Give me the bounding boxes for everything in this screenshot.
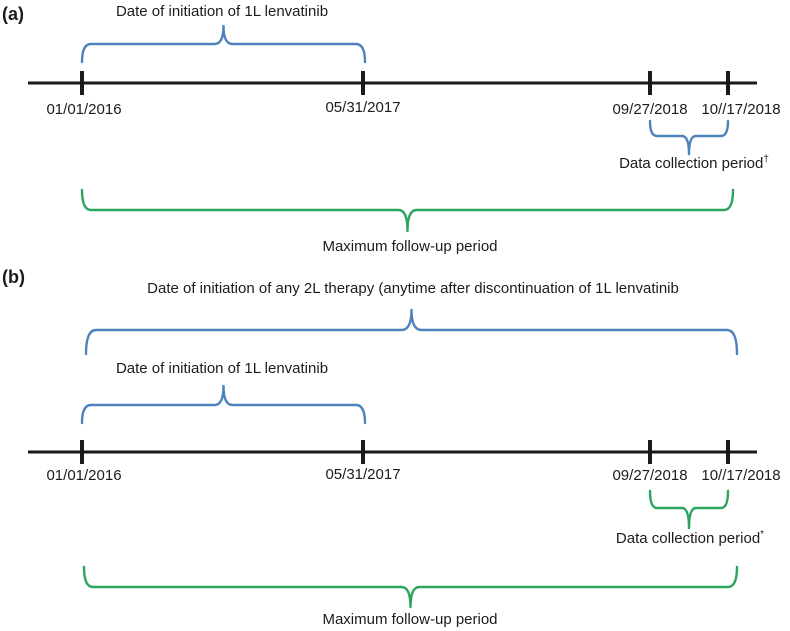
panel-b-initiation-2l-label: Date of initiation of any 2L therapy (an… [147, 280, 679, 297]
brace-followup-a [80, 188, 735, 233]
panel-a-date-index-start: 01/01/2016 [46, 101, 122, 118]
panel-b-followup-label: Maximum follow-up period [322, 611, 498, 628]
panel-b-initiation-1l-label: Date of initiation of 1L lenvatinib [115, 360, 329, 377]
panel-a-label: (a) [2, 4, 24, 24]
brace-data-collection-b [648, 489, 730, 530]
panel-b-data-collection-label: Data collection period* [615, 529, 765, 548]
brace-initiation-1l-b [80, 384, 367, 425]
panel-b-date-index-end: 05/31/2017 [325, 466, 401, 483]
panel-a-date-index-end: 05/31/2017 [325, 99, 401, 116]
panel-b-date-cutoff-end: 10//17/2018 [701, 467, 781, 484]
panel-a-initiation-1l-label: Date of initiation of 1L lenvatinib [115, 3, 329, 20]
brace-initiation-1l-a [80, 24, 367, 64]
data-collection-text: Data collection period [619, 155, 764, 172]
data-collection-text: Data collection period [615, 530, 761, 547]
data-collection-superscript: † [763, 154, 769, 165]
brace-data-collection-a [648, 119, 730, 156]
data-collection-superscript: * [760, 529, 765, 540]
panel-a-date-cutoff-start: 09/27/2018 [612, 101, 688, 118]
brace-followup-b [82, 565, 739, 609]
panel-a-date-cutoff-end: 10//17/2018 [701, 101, 781, 118]
panel-b-date-cutoff-start: 09/27/2018 [612, 467, 688, 484]
brace-initiation-2l-b [84, 308, 739, 356]
panel-a-data-collection-label: Data collection period† [619, 154, 769, 173]
panel-b-date-index-start: 01/01/2016 [46, 467, 122, 484]
panel-a-followup-label: Maximum follow-up period [322, 238, 498, 255]
panel-b-label: (b) [2, 267, 25, 287]
